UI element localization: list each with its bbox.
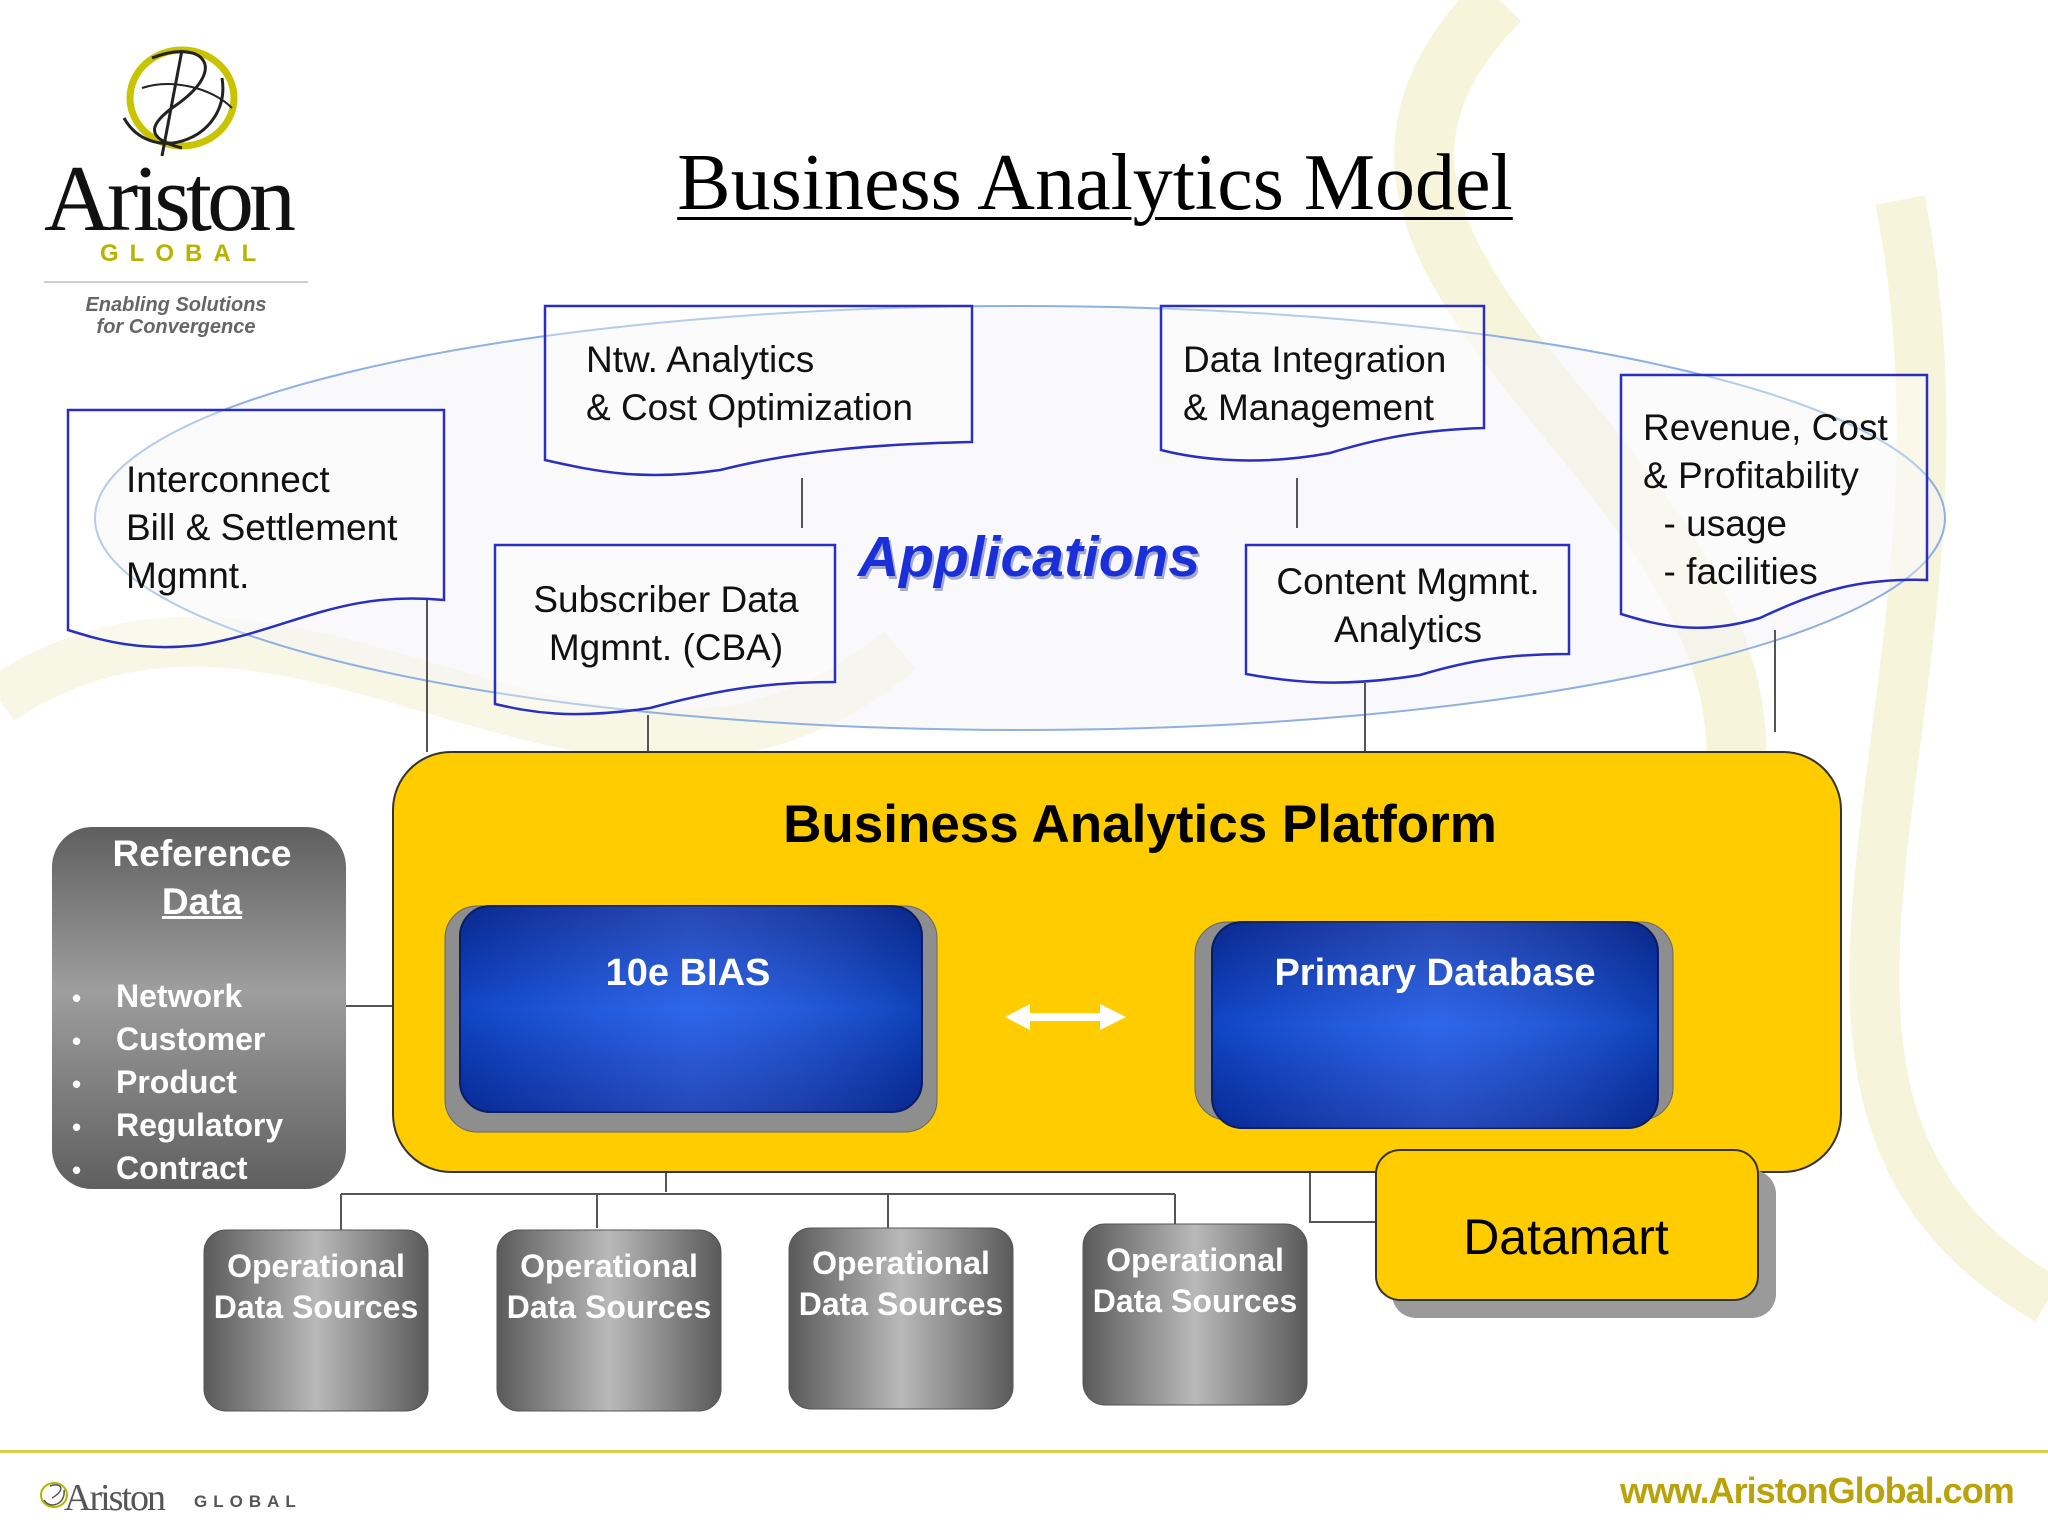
ods-boxes — [203, 1223, 1308, 1412]
logo-wordmark: Ariston — [44, 147, 296, 251]
doc-ntw-analytics — [543, 304, 974, 477]
reference-data-title: Reference Data — [52, 830, 352, 926]
bias-label: 10e BIAS — [605, 952, 771, 994]
reference-data-list: Network Customer Product Regulatory Cont… — [72, 976, 283, 1191]
reference-item: Network — [72, 976, 283, 1019]
footer-divider — [0, 1450, 2048, 1453]
page-title: Business Analytics Model — [677, 139, 1513, 227]
platform-title: Business Analytics Platform — [783, 795, 1497, 854]
app-content-mgmnt: Content Mgmnt. Analytics — [1276, 561, 1540, 650]
doc-content — [1244, 543, 1571, 684]
datamart-box — [1375, 1149, 1759, 1301]
logo-divider — [44, 281, 308, 283]
reference-item: Customer — [72, 1019, 283, 1062]
application-documents — [66, 304, 1929, 716]
applications-label: Applications — [858, 525, 1201, 589]
reference-item: Product — [72, 1062, 283, 1105]
reference-title-line: Reference — [112, 833, 292, 874]
applications-ellipse — [94, 305, 1946, 731]
footer-logo-global: GLOBAL — [194, 1492, 302, 1511]
doc-data-integration — [1159, 304, 1486, 462]
app-revenue-cost: Revenue, Cost & Profitability - usage - … — [1643, 407, 1888, 592]
logo-tagline: Enabling Solutions for Convergence — [85, 294, 267, 338]
reference-item: Contract — [72, 1148, 283, 1191]
ods-label-4: Operational Data Sources — [1092, 1242, 1298, 1319]
app-interconnect: Interconnect Bill & Settlement Mgmnt. — [126, 459, 398, 596]
datamart-label: Datamart — [1463, 1209, 1669, 1265]
doc-interconnect — [66, 408, 446, 649]
reference-subtitle-line: Data — [161, 881, 243, 922]
logo-global: GLOBAL — [100, 240, 268, 267]
footer-globe-icon — [40, 1482, 68, 1508]
primary-db-label: Primary Database — [1274, 952, 1596, 994]
footer-logo: Ariston — [64, 1477, 166, 1519]
doc-subscriber — [493, 543, 837, 716]
ods-label-1: Operational Data Sources — [213, 1248, 419, 1325]
globe-logo-icon — [122, 46, 238, 157]
app-data-integration: Data Integration & Management — [1183, 339, 1447, 428]
reference-item: Regulatory — [72, 1105, 283, 1148]
footer-url-link[interactable]: www.AristonGlobal.com — [1620, 1470, 2015, 1511]
app-subscriber-data: Subscriber Data Mgmnt. (CBA) — [533, 579, 799, 668]
doc-revenue — [1619, 373, 1929, 630]
double-arrow-icon — [1005, 1004, 1126, 1030]
app-ntw-analytics: Ntw. Analytics & Cost Optimization — [586, 339, 913, 428]
ods-label-2: Operational Data Sources — [506, 1248, 712, 1325]
ods-label-3: Operational Data Sources — [798, 1245, 1004, 1322]
